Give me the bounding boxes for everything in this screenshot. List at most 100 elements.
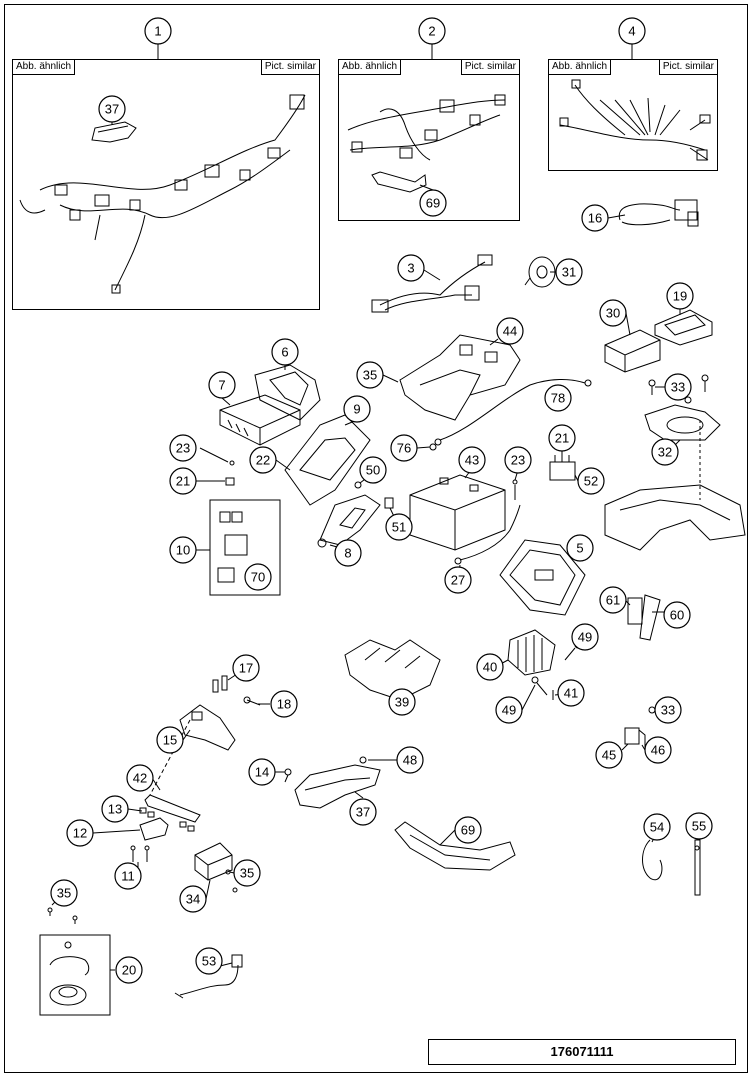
- battery-43: [409, 474, 506, 551]
- callout-circle: [548, 424, 576, 452]
- bracket-44: [399, 334, 521, 421]
- screw-33b: [648, 706, 656, 714]
- bracket-8: [317, 494, 381, 548]
- callout-circle: [663, 601, 691, 629]
- callout-circle: [271, 338, 299, 366]
- callout-circle: [249, 446, 277, 474]
- callout-44: 44: [496, 317, 524, 345]
- callout-circle: [666, 282, 694, 310]
- callout-circle: [156, 726, 184, 754]
- callout-label: 5: [576, 541, 583, 556]
- callout-circle: [50, 879, 78, 907]
- bracket-37-small: [91, 121, 137, 143]
- callout-label: 45: [602, 748, 616, 763]
- callout-label: 69: [426, 196, 440, 211]
- callout-label: 2: [428, 24, 435, 39]
- callout-20: 20: [115, 956, 143, 984]
- callout-label: 8: [344, 546, 351, 561]
- ground-cable-27: [454, 504, 521, 565]
- callout-53: 53: [195, 947, 223, 975]
- box-note-en: Pict. similar: [260, 60, 319, 75]
- leader-lines: [51, 44, 700, 971]
- box-note-de: Abb. ähnlich: [13, 60, 76, 75]
- key-42: [144, 719, 201, 823]
- cable-tie-54: [642, 839, 663, 881]
- callout-circle: [248, 758, 276, 786]
- relay-box-10: [209, 499, 281, 596]
- callout-label: 15: [163, 733, 177, 748]
- callout-circle: [664, 373, 692, 401]
- bracket-69: [394, 821, 516, 871]
- callout-circle: [643, 813, 671, 841]
- wiring-harness-box-1: Abb. ähnlich Pict. similar: [12, 59, 320, 310]
- callout-34: 34: [179, 885, 207, 913]
- harness-4: [559, 79, 711, 161]
- callout-circle: [169, 434, 197, 462]
- callout-circle: [270, 690, 298, 718]
- callout-label: 49: [502, 703, 516, 718]
- part-sketches: [19, 79, 746, 1016]
- callout-33: 33: [664, 373, 692, 401]
- callout-42: 42: [126, 764, 154, 792]
- callout-label: 13: [108, 802, 122, 817]
- box-note-en: Pict. similar: [658, 60, 717, 75]
- callout-label: 39: [395, 695, 409, 710]
- callout-circle: [544, 384, 572, 412]
- callout-54: 54: [643, 813, 671, 841]
- callout-32: 32: [651, 438, 679, 466]
- callout-50: 50: [359, 456, 387, 484]
- callout-circle: [557, 679, 585, 707]
- callout-label: 1: [154, 24, 161, 39]
- callout-label: 21: [555, 431, 569, 446]
- callout-circle: [390, 434, 418, 462]
- callout-19: 19: [666, 282, 694, 310]
- callout-78: 78: [544, 384, 572, 412]
- callout-label: 60: [670, 608, 684, 623]
- callout-15: 15: [156, 726, 184, 754]
- box-note-de: Abb. ähnlich: [339, 60, 402, 75]
- callout-label: 18: [277, 697, 291, 712]
- callout-label: 4: [628, 24, 635, 39]
- callout-label: 34: [186, 892, 200, 907]
- callout-circle: [126, 764, 154, 792]
- harness-2: [347, 94, 506, 193]
- tray-5: [499, 539, 586, 616]
- callout-61: 61: [599, 586, 627, 614]
- callout-circle: [169, 536, 197, 564]
- callout-label: 22: [256, 453, 270, 468]
- callout-circle: [581, 204, 609, 232]
- callout-48: 48: [396, 746, 424, 774]
- callout-circle: [566, 534, 594, 562]
- callout-circle: [644, 736, 672, 764]
- callout-label: 31: [562, 265, 576, 280]
- callout-circle: [599, 299, 627, 327]
- callout-51: 51: [385, 513, 413, 541]
- callout-18: 18: [270, 690, 298, 718]
- callout-label: 52: [584, 474, 598, 489]
- unit-34: [194, 842, 233, 881]
- callout-label: 19: [673, 289, 687, 304]
- callout-label: 11: [121, 869, 135, 884]
- clip-51: [384, 497, 394, 509]
- lock-12: [139, 817, 169, 841]
- callout-circle: [577, 467, 605, 495]
- callout-circle: [454, 816, 482, 844]
- main-wiring-harness: [19, 94, 306, 294]
- bolts-17: [212, 675, 228, 693]
- callout-16: 16: [581, 204, 609, 232]
- callout-label: 69: [461, 823, 475, 838]
- callout-circle: [179, 885, 207, 913]
- fuse-small: [225, 460, 235, 486]
- relay-52: [549, 455, 576, 481]
- frame-section: [604, 420, 746, 551]
- sensor-53: [174, 954, 243, 999]
- holder-9: [284, 414, 371, 506]
- callout-13: 13: [101, 795, 129, 823]
- callout-circle: [397, 254, 425, 282]
- callout-37b: 37: [349, 798, 377, 826]
- callout-circle: [114, 862, 142, 890]
- callout-circle: [208, 371, 236, 399]
- nut-76: [429, 443, 437, 451]
